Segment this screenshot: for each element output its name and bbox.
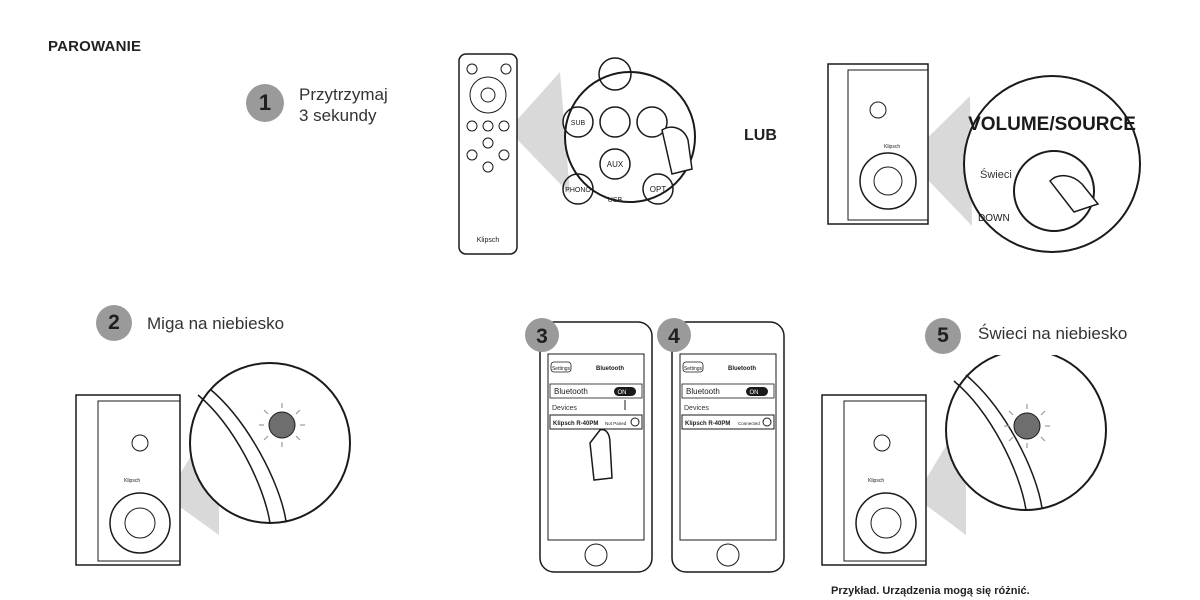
remote-body [458,53,518,255]
phone-3-home-button [584,543,608,567]
status-led-solid [1013,412,1041,440]
knob-label: VOLUME/SOURCE [968,114,1136,135]
phone-3-device-name: Klipsch R-40PM [553,421,598,427]
footnote: Przykład. Urządzenia mogą się różnić. [831,585,1030,597]
or-label: LUB [744,127,777,144]
speaker-1-brand: Klipsch [884,144,900,150]
speaker-2-woofer [109,492,171,554]
remote-sub-label: SUB [571,120,586,127]
step-5-text: Świeci na niebiesko [978,324,1128,343]
page-title: PAROWANIE [48,38,142,55]
step-3-badge [525,318,559,352]
speaker-3-brand: Klipsch [868,478,884,484]
step-2-badge: 2 [96,305,132,341]
knob-zoom-circle [963,75,1141,253]
speaker-knob-illustration: Klipsch VOLUME/SOURCE Świeci DOWN [827,63,1141,253]
phone-3-device-status: Not Paired [605,421,627,426]
remote-illustration: Klipsch SUB AUX PHONO OPT USB [458,53,696,255]
finger-icon [661,126,693,175]
remote-aux-button [599,148,631,180]
knob-finger-icon [1049,175,1100,213]
knob-callout-wedge [907,96,972,226]
knob-glow-label: Świeci [980,168,1012,181]
knob-down-label: DOWN [978,213,1010,224]
speaker-1-body [827,63,929,225]
phone-4-illustration: 4 Settings Bluetooth Bluetooth ON Device… [657,318,785,573]
phone-3-bt-label: Bluetooth [554,387,588,396]
remote-zoom-circle [564,71,696,203]
remote-bt-button [498,120,510,132]
blink-zoom-circle [189,362,351,524]
phone-3-finger-icon [589,428,613,481]
step-4-badge [657,318,691,352]
remote-dpad [469,76,507,114]
speaker-2-brand: Klipsch [124,478,140,484]
remote-zoom-buttons: SUB AUX PHONO OPT USB [562,57,674,205]
phone-4-device-row [681,414,775,430]
remote-playpause-button [599,106,631,138]
phone-3-back: Settings [552,366,571,372]
speaker-1-woofer [859,152,917,210]
step-1-text: Przytrzymaj 3 sekundy [299,84,388,126]
remote-phono-label: PHONO [565,187,591,194]
phone-4-devices: Devices [684,405,709,412]
phone-3-toggle-text: ON [618,390,627,396]
step-1-line1: Przytrzymaj [299,85,388,104]
volume-knob [1013,150,1095,232]
step-4-num: 4 [668,325,680,348]
phone-4-device-name: Klipsch R-40PM [685,421,730,427]
phone-4-toggle [746,387,768,396]
led-glow-icon [1004,404,1050,448]
phone-3-toggle [614,387,636,396]
remote-callout-wedge [508,72,570,194]
phone-4-header: Bluetooth [728,366,756,372]
phone-4-bt-label: Bluetooth [686,387,720,396]
remote-opt-label: OPT [650,185,667,194]
speaker-3-body [821,394,927,566]
speaker-blink-illustration: Klipsch [75,362,351,566]
phone-4-info-icon [762,417,772,427]
status-led-blinking [268,411,296,439]
remote-aux-label: AUX [607,160,624,169]
phone-4-back: Settings [684,366,703,372]
phone-4-device-status: Connected [738,421,760,426]
led-rays-icon [259,403,305,447]
phone-3-devices: Devices [552,405,577,412]
step-2-text: Miga na niebiesko [147,314,285,333]
speaker-solid-illustration: Klipsch [821,355,1107,566]
speaker-3-woofer [855,492,917,554]
remote-brand: Klipsch [477,237,500,244]
step-3-num: 3 [536,325,548,348]
step-1-line2: 3 sekundy [299,106,377,125]
phone-3-illustration: 3 Settings Bluetooth Bluetooth ON Device… [525,318,653,573]
phone-4-toggle-text: ON [750,390,759,396]
remote-zoom-bt-button [636,106,668,138]
phone-3-device-row [549,414,643,430]
phone-3-header: Bluetooth [596,366,624,372]
phone-3-info-icon [630,417,640,427]
step-5-badge: 5 [925,318,961,354]
phone-4-home-button [716,543,740,567]
remote-usb-label: USB [608,197,623,204]
step-1-badge: 1 [246,84,284,122]
